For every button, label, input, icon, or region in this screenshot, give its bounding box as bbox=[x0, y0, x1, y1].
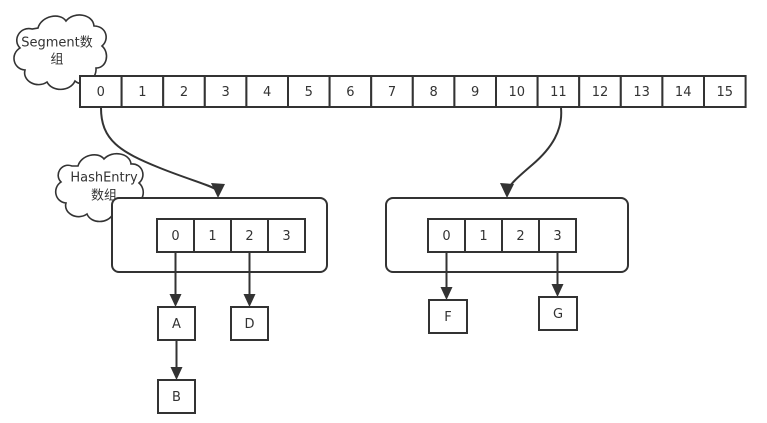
node-a-label: A bbox=[172, 317, 181, 332]
hashentry-cloud-label-line1: HashEntry bbox=[70, 171, 138, 186]
segment-array-cell-label-5: 5 bbox=[305, 85, 313, 100]
node-d[interactable] bbox=[230, 306, 269, 341]
segment-array-cell-15[interactable] bbox=[703, 75, 747, 108]
hashentry-array-right-cell-label-1: 1 bbox=[479, 229, 487, 244]
segment-array-cell-10[interactable] bbox=[495, 75, 539, 108]
segment-array-cell-3[interactable] bbox=[203, 75, 248, 108]
segment-array-cell-8[interactable] bbox=[411, 75, 456, 108]
hashentry-array-right-cell-2[interactable] bbox=[501, 218, 540, 253]
connector-segment11-arrowhead bbox=[500, 183, 514, 198]
connector-segment0-to-box bbox=[100, 107, 225, 198]
hashentry-array-left-cell-2[interactable] bbox=[230, 218, 269, 253]
hashentry-array-left-cell-3[interactable] bbox=[267, 218, 306, 253]
hashentry-array-right-cell-label-0: 0 bbox=[442, 229, 450, 244]
segment-array-cell-9[interactable] bbox=[453, 75, 497, 108]
hashentry-array-left-cell-label-2: 2 bbox=[245, 229, 253, 244]
node-g[interactable] bbox=[538, 296, 578, 331]
hashentry-array-left-cell-label-3: 3 bbox=[282, 229, 290, 244]
segment-array-cell-label-15: 15 bbox=[717, 85, 734, 100]
segment-array-cell-label-8: 8 bbox=[429, 85, 437, 100]
chain-nodes: A B D F G bbox=[157, 296, 578, 414]
connector-segment11-curve bbox=[507, 107, 563, 191]
node-a[interactable] bbox=[157, 306, 196, 341]
segment-array-cell-4[interactable] bbox=[245, 75, 289, 108]
segment-array-cell-7[interactable] bbox=[370, 75, 414, 108]
segment-array-cell-13[interactable] bbox=[619, 75, 664, 108]
node-f-label: F bbox=[444, 310, 451, 325]
hashentry-array-left-cell-label-1: 1 bbox=[208, 229, 216, 244]
segment-11-chain-arrow-3 bbox=[551, 284, 564, 297]
node-f[interactable] bbox=[428, 299, 468, 334]
segment-array-cell-11[interactable] bbox=[536, 75, 581, 108]
segment-cloud-label-line2: 组 bbox=[50, 53, 63, 68]
segment-11-chain-arrow-0 bbox=[440, 287, 453, 300]
link-arrow-A-to-B bbox=[170, 367, 183, 380]
segment-array-cell-label-11: 11 bbox=[550, 85, 567, 100]
segment-array-cell-label-2: 2 bbox=[180, 85, 188, 100]
segment-0-chain-arrow-0 bbox=[169, 294, 182, 307]
segment-array-cell-12[interactable] bbox=[578, 75, 622, 108]
hashentry-array-right-cell-label-2: 2 bbox=[516, 229, 524, 244]
segment-boxes: 0 1 2 3 0 1 2 3 bbox=[111, 197, 629, 307]
connector-segment11-to-box bbox=[500, 107, 563, 198]
hashentry-array-right-cell-1[interactable] bbox=[464, 218, 503, 253]
segment-array-cell-label-0: 0 bbox=[97, 85, 105, 100]
segment-array-cell-label-7: 7 bbox=[388, 85, 396, 100]
hashentry-array-left-cell-1[interactable] bbox=[193, 218, 232, 253]
segment-array-cell-5[interactable] bbox=[287, 75, 331, 108]
segment-array-cell-label-1: 1 bbox=[138, 85, 146, 100]
segment-array-cell-label-14: 14 bbox=[675, 85, 692, 100]
segment-array-cell-label-13: 13 bbox=[633, 85, 650, 100]
connector-segment0-curve bbox=[100, 107, 218, 191]
segment-array-cell-label-12: 12 bbox=[592, 85, 609, 100]
node-b-label: B bbox=[172, 390, 181, 405]
segment-array-cell-label-10: 10 bbox=[509, 85, 526, 100]
segment-0-chain-arrow-2 bbox=[243, 294, 256, 307]
node-g-label: G bbox=[553, 307, 563, 322]
hashentry-array-right-cell-label-3: 3 bbox=[553, 229, 561, 244]
segment-array-cell-0[interactable] bbox=[79, 75, 123, 108]
segment-cloud-label-line1: Segment数 bbox=[21, 36, 93, 51]
segment-array-cell-label-9: 9 bbox=[471, 85, 479, 100]
segment-array-cell-label-4: 4 bbox=[263, 85, 271, 100]
node-d-label: D bbox=[244, 317, 254, 332]
connector-segment0-arrowhead bbox=[211, 183, 225, 198]
segment-array-cell-label-6: 6 bbox=[346, 85, 354, 100]
hashentry-array-left-cell-label-0: 0 bbox=[171, 229, 179, 244]
segment-array-cell-label-3: 3 bbox=[221, 85, 229, 100]
hashentry-cloud-label-line2: 数组 bbox=[91, 189, 117, 204]
hashentry-array-right-cell-0[interactable] bbox=[427, 218, 466, 253]
